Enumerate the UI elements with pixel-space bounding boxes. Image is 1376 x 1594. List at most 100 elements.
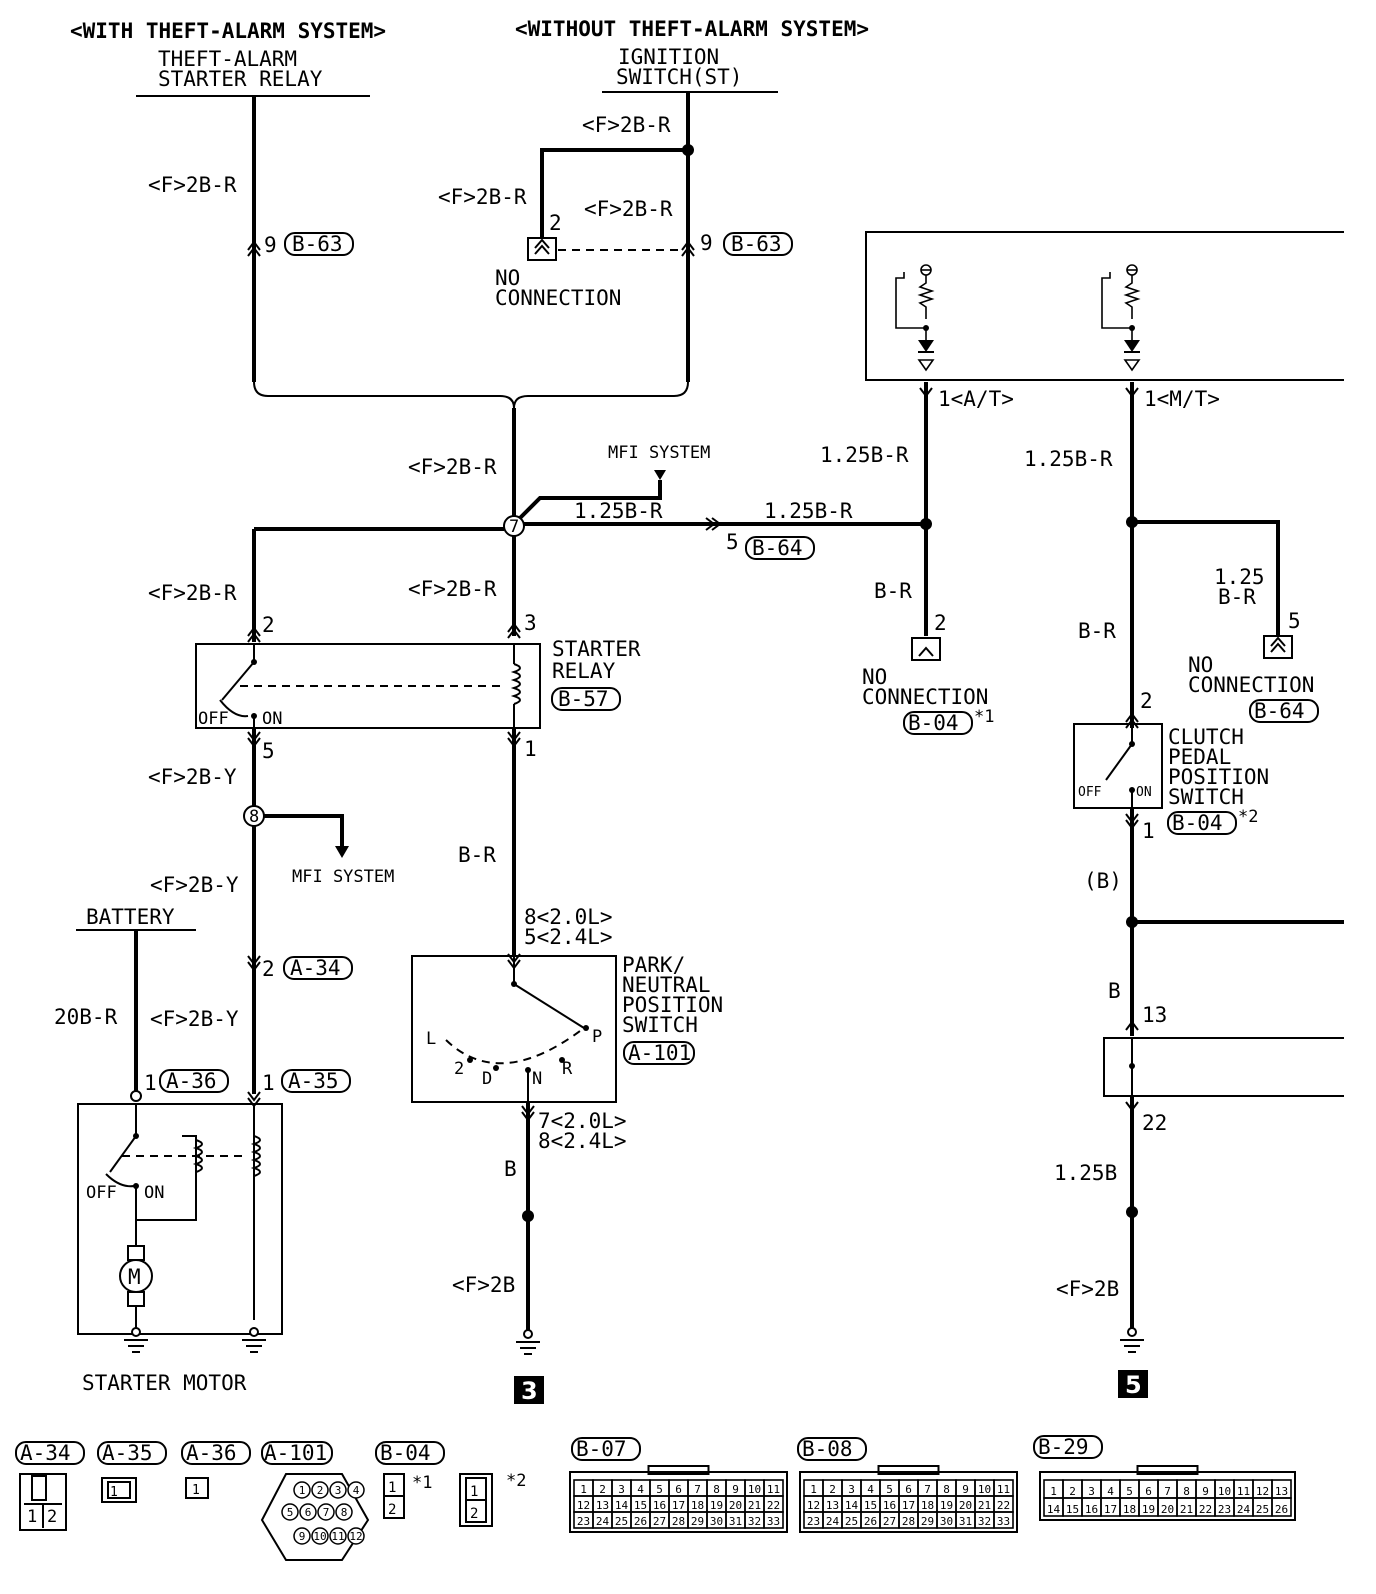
b29-pin-number: 9 [1202, 1485, 1209, 1498]
b07-pin-number: 7 [694, 1483, 701, 1496]
connector-b57-badge [551, 687, 621, 711]
connector-b64-b: B-64 [1254, 699, 1305, 723]
motor-switch-blade [109, 1135, 137, 1173]
wire-label-br-b: B-R [874, 579, 912, 603]
hold-coil-icon [192, 1139, 203, 1173]
footnote-star-2: *2 [1238, 807, 1258, 827]
wire-label-f2br-f: <F>2B-R [148, 581, 237, 605]
wire-label-br-a: B-R [458, 843, 496, 867]
clutch-switch-box [1073, 723, 1163, 809]
page-ref-3-box [514, 1376, 544, 1404]
a101-pin-number: 8 [341, 1506, 348, 1519]
b07-pin-number: 14 [615, 1499, 629, 1512]
a101-pin [311, 1527, 329, 1545]
pin-13: 13 [1142, 1003, 1167, 1027]
connector-arrow-icon [247, 626, 261, 643]
b07-pin-number: 4 [637, 1483, 644, 1496]
switch-arc [105, 1173, 135, 1188]
b29-pin-number: 5 [1126, 1485, 1133, 1498]
ground-icon [1120, 1339, 1144, 1353]
a101-pin-number: 11 [331, 1530, 344, 1543]
b08-pin-number: 21 [978, 1499, 991, 1512]
connector-arrow-icon [507, 622, 521, 639]
legend-b29: B-29 [1038, 1435, 1089, 1459]
b08-pin-number: 8 [943, 1483, 950, 1496]
gear-n: N [532, 1069, 542, 1089]
pin-2-b: 2 [262, 613, 275, 637]
relay-coil-icon [510, 663, 521, 705]
pin-1-a: 1 [524, 737, 537, 761]
b29-pin-number: 23 [1218, 1503, 1231, 1516]
motor-off-label: OFF [86, 1183, 117, 1203]
connector-a35-badge [281, 1069, 351, 1093]
b04-pin-1-b: 1 [470, 1484, 478, 1500]
b08-latch [877, 1465, 940, 1475]
pnp-input-pin-2: 5<2.4L> [524, 925, 613, 949]
b29-pin-number: 19 [1142, 1503, 1155, 1516]
a101-pin-number: 1 [299, 1484, 306, 1497]
connector-arrow-icon [705, 517, 722, 531]
pin-22: 22 [1142, 1111, 1167, 1135]
b07-pin-number: 9 [732, 1483, 739, 1496]
b08-pin-number: 3 [848, 1483, 855, 1496]
no-connection-2-a: NO [862, 665, 887, 689]
mfi-system-label-a: MFI SYSTEM [608, 443, 710, 463]
a36-pin-1: 1 [192, 1483, 200, 1498]
a101-connector-shape [260, 1473, 370, 1561]
b08-pin-number: 9 [962, 1483, 969, 1496]
coil-lead [136, 1135, 197, 1221]
pin-5-a: 5 [726, 530, 739, 554]
b29-pin-number: 20 [1161, 1503, 1174, 1516]
a101-pin [329, 1527, 347, 1545]
battery-terminal [130, 1090, 142, 1102]
ignition-label-1: IGNITION [618, 45, 719, 69]
b07-pin-number: 22 [767, 1499, 780, 1512]
connector-b04-b: B-04 [1172, 811, 1223, 835]
pnp-label-1: PARK/ [622, 953, 685, 977]
b07-pin-number: 5 [656, 1483, 663, 1496]
connector-arrow-icon [681, 240, 695, 257]
pin-2-d: 2 [934, 611, 947, 635]
b07-pin-number: 3 [618, 1483, 625, 1496]
wire-label-125-2: B-R [1218, 585, 1256, 609]
ground-arrow-icon [1123, 359, 1141, 372]
legend-b04: B-04 [380, 1441, 431, 1465]
pin-1-c: 1 [144, 1071, 157, 1095]
b07-pin-number: 33 [767, 1515, 780, 1528]
no-connection-terminal-b [911, 637, 941, 661]
terminal-arrow-icon [1270, 636, 1286, 653]
b08-pin-number: 1 [810, 1483, 817, 1496]
a34-pin-1: 1 [27, 1507, 37, 1527]
b29-pin-number: 6 [1145, 1485, 1152, 1498]
b08-pin-number: 11 [997, 1483, 1010, 1496]
no-connection-terminal-a [527, 237, 557, 261]
wire-label-b-paren: (B) [1084, 869, 1122, 893]
option-brace [253, 381, 689, 409]
starter-relay-label-1: STARTER [552, 637, 641, 661]
b08-pin-number: 31 [959, 1515, 972, 1528]
b29-pin-number: 8 [1183, 1485, 1190, 1498]
b07-pin-number: 18 [691, 1499, 704, 1512]
ground-junction-box [1103, 1037, 1344, 1097]
wire-label-f2br-b: <F>2B-R [582, 113, 671, 137]
connector-arrow-icon [1125, 387, 1139, 398]
b04-connector-shape-2 [459, 1473, 493, 1527]
wire-label-125b: 1.25B [1054, 1161, 1117, 1185]
a101-pin [329, 1481, 347, 1499]
b29-pin-number: 1 [1050, 1485, 1057, 1498]
b07-pin-number: 16 [653, 1499, 666, 1512]
no-connection-2-b: CONNECTION [862, 685, 988, 709]
b29-pin-number: 11 [1237, 1485, 1250, 1498]
connector-a101-badge [623, 1041, 695, 1065]
legend-a101-badge [261, 1441, 333, 1465]
clutch-label-1: CLUTCH [1168, 725, 1244, 749]
b29-pin-number: 2 [1069, 1485, 1076, 1498]
ground-point [523, 1329, 533, 1339]
b07-pin-number: 29 [691, 1515, 704, 1528]
b29-pin-number: 21 [1180, 1503, 1193, 1516]
arrow-down-icon [335, 846, 349, 858]
b07-pin-cell [763, 1511, 784, 1529]
wire-label-b-a: B [504, 1157, 517, 1181]
